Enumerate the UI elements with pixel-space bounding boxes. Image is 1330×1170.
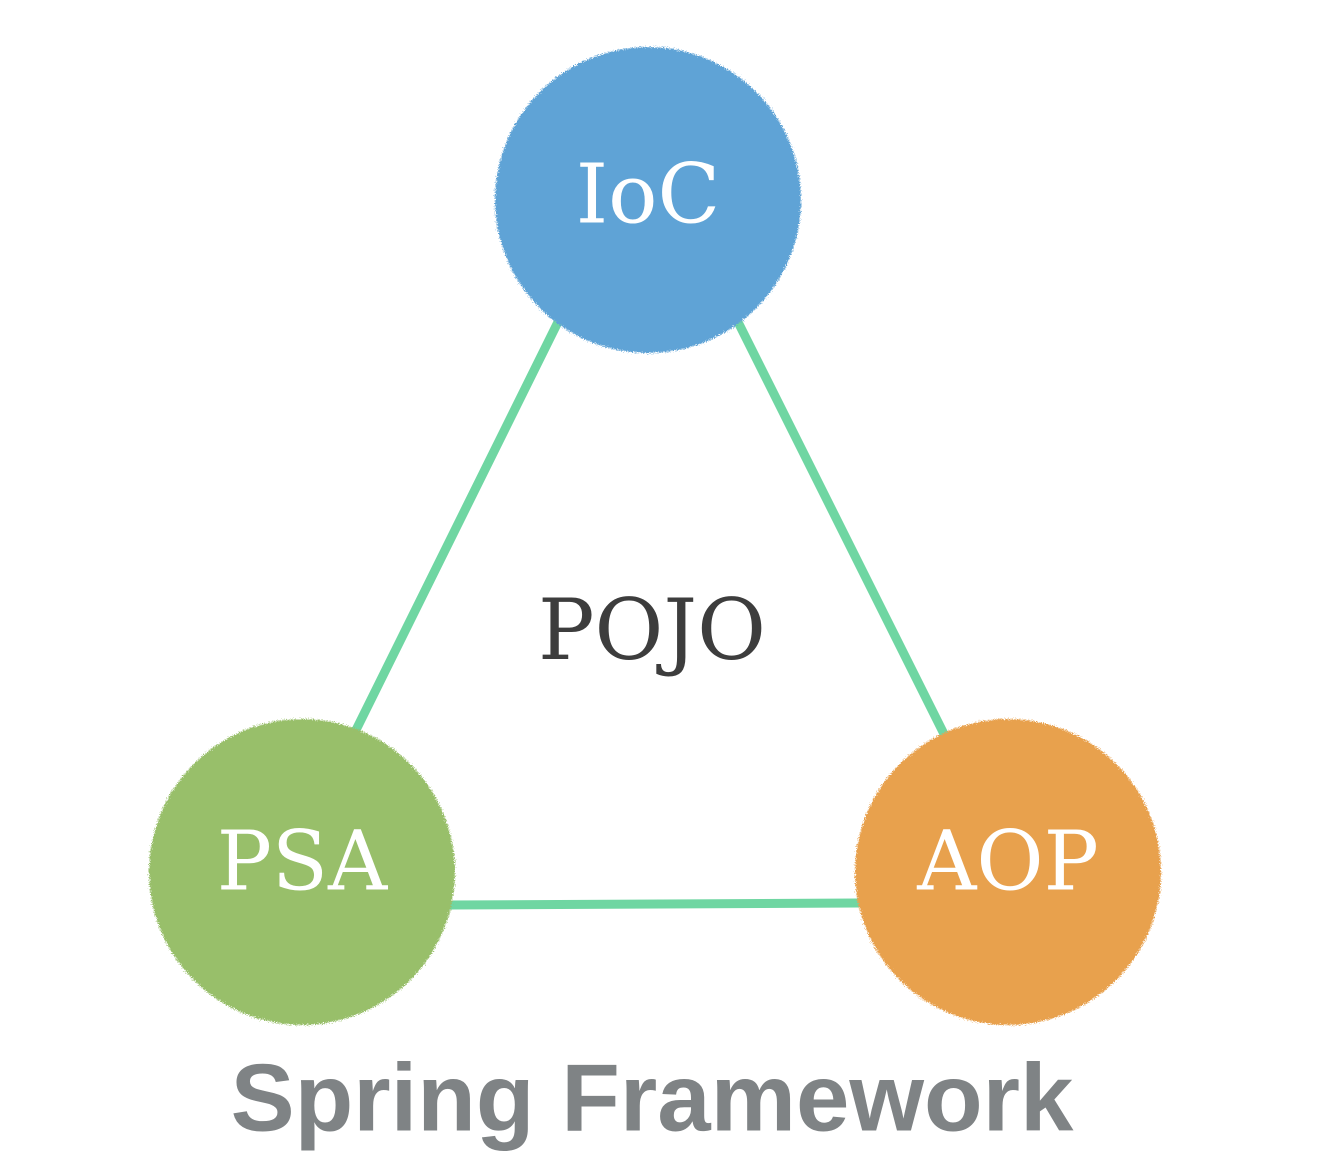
node-aop-label: AOP <box>916 815 1099 910</box>
node-aop-circle <box>855 719 1161 1025</box>
center-label-pojo: POJO <box>538 581 766 679</box>
node-ioc-label: IoC <box>576 148 721 243</box>
node-aop: AOP <box>855 719 1161 1025</box>
node-ioc: IoC <box>495 47 801 353</box>
edge-ioc-aop <box>733 317 949 739</box>
diagram-caption: Spring Framework <box>231 1045 1074 1152</box>
node-psa: PSA <box>149 719 455 1025</box>
node-ioc-circle <box>495 47 801 353</box>
node-psa-label: PSA <box>217 815 389 910</box>
edge-psa-aop <box>445 898 863 910</box>
edge-ioc-psa <box>351 317 563 735</box>
node-psa-circle <box>149 719 455 1025</box>
